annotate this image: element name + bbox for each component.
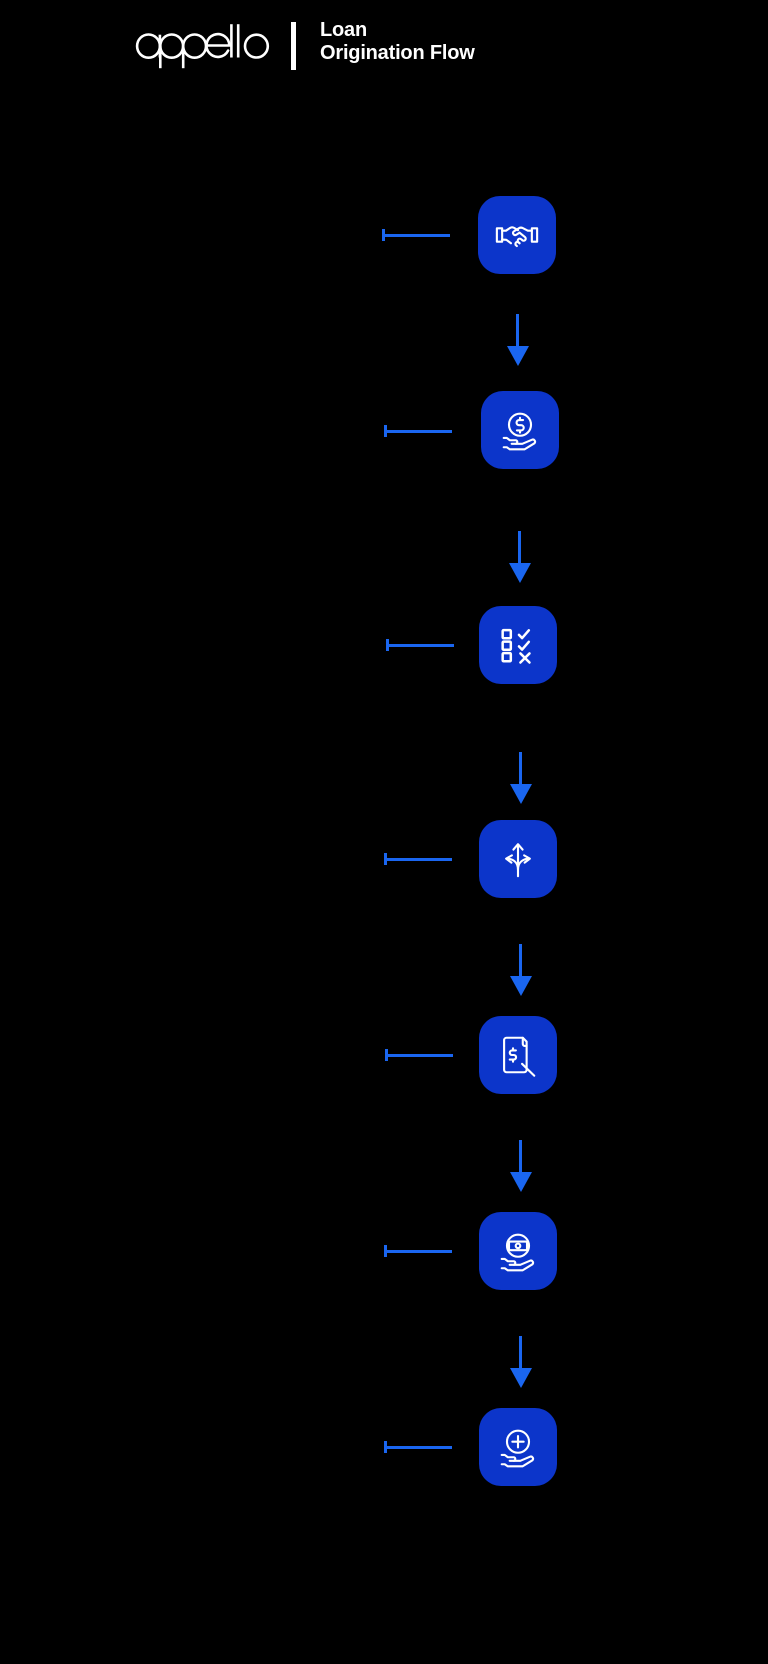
connector-line-4 <box>380 853 452 865</box>
hand-holding-cash-icon <box>500 1233 535 1272</box>
arrow-head-5 <box>510 1172 532 1192</box>
connector-tick-3 <box>386 639 389 651</box>
connector-tick-7 <box>384 1441 387 1453</box>
hand-holding-plus-icon <box>500 1429 535 1468</box>
connector-tick-1 <box>382 229 385 241</box>
arrow-head-1 <box>507 346 529 366</box>
arrow-head-4 <box>510 976 532 996</box>
connector-tick-6 <box>384 1245 387 1257</box>
document-dollar-icon <box>503 1036 536 1077</box>
flow-arrow-2 <box>509 531 531 583</box>
flow-arrow-1 <box>507 314 529 366</box>
page-title: Loan Origination Flow <box>320 19 475 65</box>
hand-holding-coin-icon <box>502 412 537 451</box>
connector-rule-7 <box>386 1446 452 1449</box>
handshake-icon <box>495 226 539 248</box>
connector-rule-6 <box>386 1250 452 1253</box>
diverge-arrows-icon <box>505 843 531 878</box>
connector-tick-5 <box>385 1049 388 1061</box>
connector-line-7 <box>380 1441 452 1453</box>
flow-step-5-document-dollar[interactable] <box>479 1016 557 1094</box>
arrow-shaft-1 <box>516 314 519 348</box>
vertical-divider-icon <box>291 22 296 70</box>
connector-tick-4 <box>384 853 387 865</box>
flow-arrow-3 <box>510 752 532 804</box>
connector-rule-3 <box>388 644 454 647</box>
connector-line-3 <box>382 639 454 651</box>
flow-step-4-diverge[interactable] <box>479 820 557 898</box>
arrow-head-3 <box>510 784 532 804</box>
flow-arrow-5 <box>510 1140 532 1192</box>
flow-step-6-hand-holding-cash[interactable] <box>479 1212 557 1290</box>
connector-line-1 <box>378 229 450 241</box>
arrow-shaft-6 <box>519 1336 522 1370</box>
appello-wordmark-icon <box>128 22 273 70</box>
flow-step-1-handshake[interactable] <box>478 196 556 274</box>
flow-step-7-hand-holding-plus[interactable] <box>479 1408 557 1486</box>
connector-rule-4 <box>386 858 452 861</box>
header: Loan Origination Flow <box>0 0 768 110</box>
connector-line-2 <box>380 425 452 437</box>
arrow-head-2 <box>509 563 531 583</box>
flow-arrow-4 <box>510 944 532 996</box>
connector-line-5 <box>381 1049 453 1061</box>
arrow-shaft-3 <box>519 752 522 786</box>
connector-rule-5 <box>387 1054 453 1057</box>
arrow-shaft-2 <box>518 531 521 565</box>
connector-tick-2 <box>384 425 387 437</box>
connector-rule-2 <box>386 430 452 433</box>
arrow-shaft-4 <box>519 944 522 978</box>
flow-arrow-6 <box>510 1336 532 1388</box>
arrow-shaft-5 <box>519 1140 522 1174</box>
connector-line-6 <box>380 1245 452 1257</box>
checklist-icon <box>501 628 531 664</box>
flow-step-2-hand-holding-coin[interactable] <box>481 391 559 469</box>
page-title-line1: Loan <box>320 19 367 41</box>
page-title-line2: Origination Flow <box>320 42 475 64</box>
arrow-head-6 <box>510 1368 532 1388</box>
flow-step-3-checklist[interactable] <box>479 606 557 684</box>
connector-rule-1 <box>384 234 450 237</box>
